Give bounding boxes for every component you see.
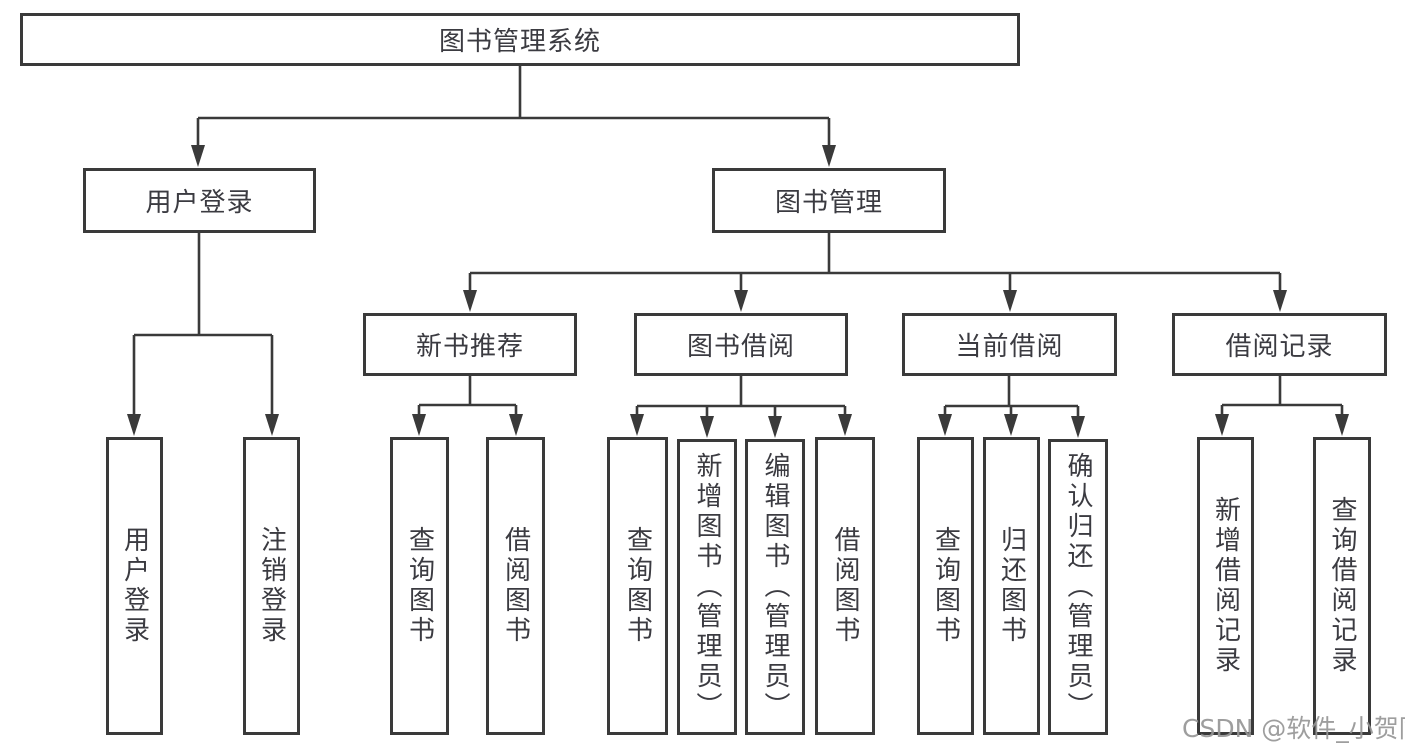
node-logout: 注销登录 (243, 437, 300, 735)
node-label: 注销登录 (256, 526, 287, 646)
node-borrow-books-nb: 借阅图书 (486, 437, 545, 735)
node-label: 编辑图书（管理员） (760, 452, 790, 722)
node-user-login: 用户登录 (83, 168, 316, 233)
node-label: 确认归还（管理员） (1063, 452, 1093, 722)
node-add-books-admin: 新增图书（管理员） (677, 439, 737, 735)
node-add-borrow-record: 新增借阅记录 (1197, 437, 1254, 735)
arrowheads (127, 145, 1349, 438)
node-label: 借阅图书 (830, 526, 860, 646)
node-label: 查询图书 (930, 526, 961, 646)
node-borrow-books-bb: 借阅图书 (815, 437, 875, 735)
node-label: 查询图书 (404, 526, 435, 646)
node-user-login-leaf: 用户登录 (106, 437, 163, 735)
node-label: 查询图书 (622, 526, 653, 646)
node-query-books-cb: 查询图书 (917, 437, 974, 735)
node-new-book-recommendation: 新书推荐 (363, 313, 577, 376)
node-label: 用户登录 (119, 526, 150, 646)
node-borrowing-records: 借阅记录 (1172, 313, 1387, 376)
node-label: 归还图书 (996, 526, 1027, 646)
node-label: 查询借阅记录 (1327, 496, 1357, 676)
node-book-management: 图书管理 (712, 168, 946, 233)
node-confirm-return-admin: 确认归还（管理员） (1048, 439, 1108, 735)
node-query-books-nb: 查询图书 (390, 437, 449, 735)
node-label: 借阅图书 (500, 526, 531, 646)
watermark: CSDN @软件_小贺同学 (1182, 714, 1405, 743)
node-edit-books-admin: 编辑图书（管理员） (745, 439, 805, 735)
node-library-management-system: 图书管理系统 (20, 13, 1020, 66)
node-label: 新增图书（管理员） (692, 452, 722, 722)
node-query-books-bb: 查询图书 (607, 437, 668, 735)
node-label: 新增借阅记录 (1210, 496, 1241, 676)
node-current-borrowing: 当前借阅 (902, 313, 1117, 376)
node-book-borrowing: 图书借阅 (634, 313, 848, 376)
node-query-borrow-record: 查询借阅记录 (1313, 437, 1371, 735)
node-return-books: 归还图书 (983, 437, 1040, 735)
